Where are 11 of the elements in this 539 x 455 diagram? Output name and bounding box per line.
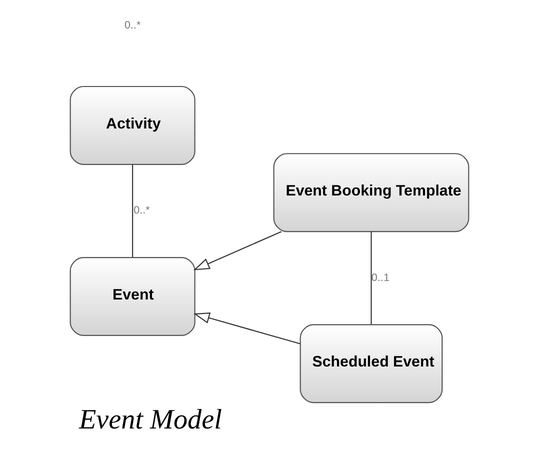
connector [370, 232, 372, 324]
node-box: Activity [70, 86, 196, 165]
arrow [193, 231, 282, 270]
node-box: Event [70, 257, 196, 336]
node-box: Scheduled Event [300, 324, 443, 404]
connector [132, 164, 134, 258]
label: 0..* [124, 20, 141, 32]
caption: Event Model [78, 404, 222, 436]
edge-label: 0..* [134, 204, 150, 217]
node-box: Event Booking Template [273, 153, 470, 232]
arrow [193, 312, 300, 344]
